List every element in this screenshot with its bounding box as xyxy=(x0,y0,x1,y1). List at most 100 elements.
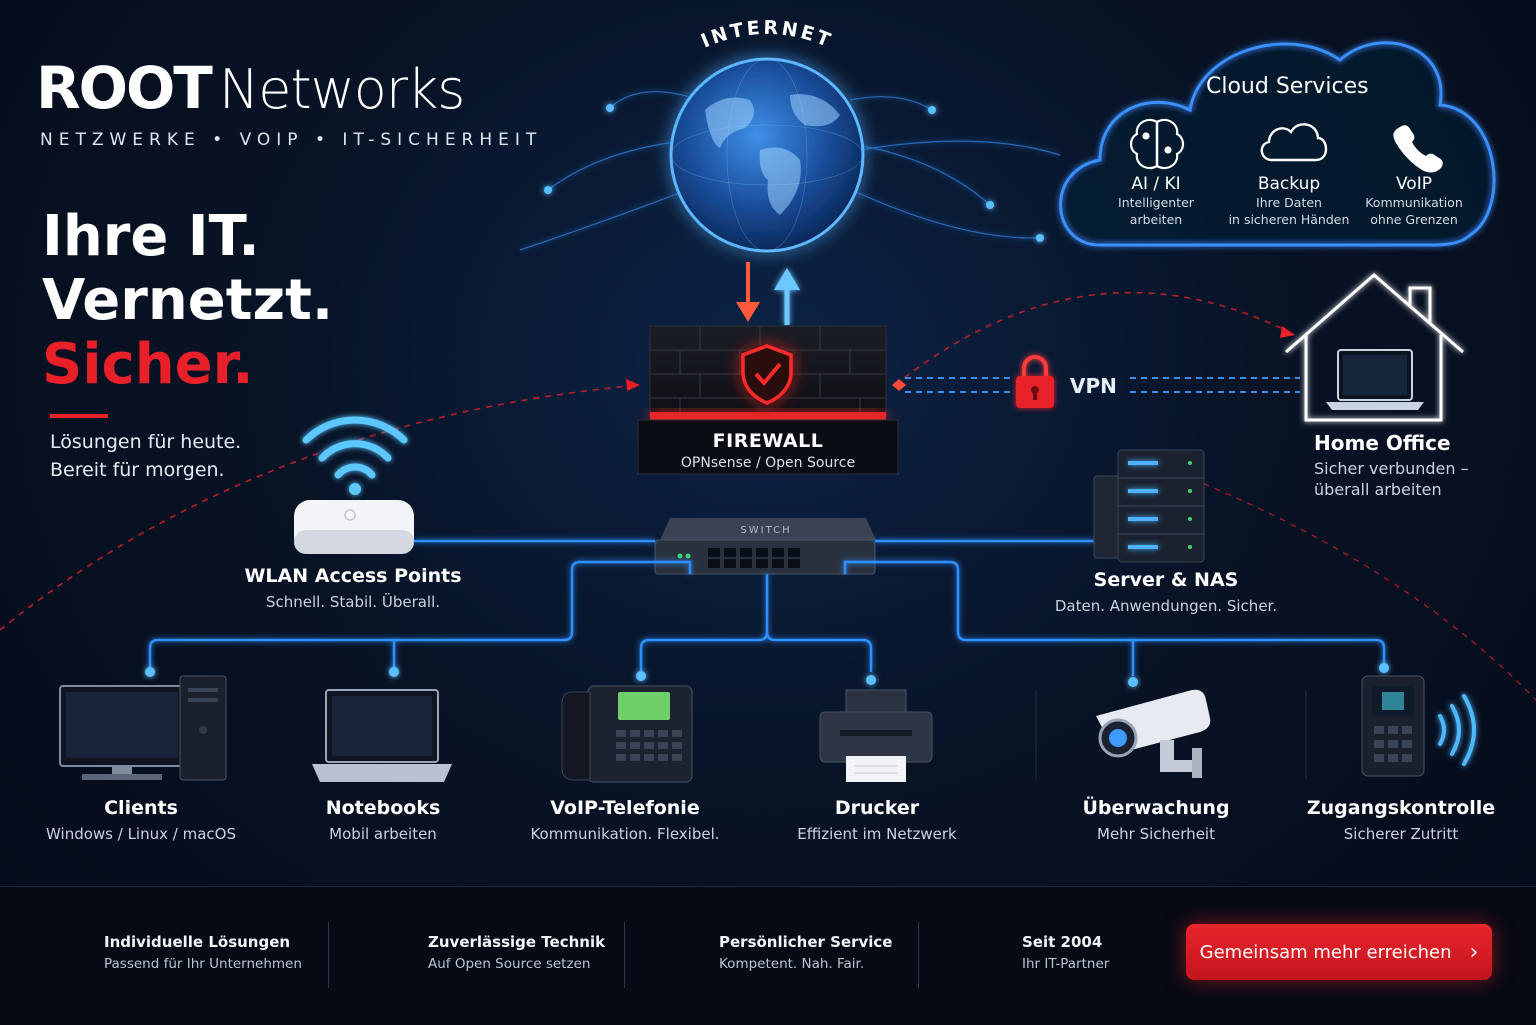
house-icon xyxy=(1285,273,1464,422)
footer-divider xyxy=(918,922,919,988)
cloud-outline xyxy=(1059,41,1496,247)
access-point-icon xyxy=(294,500,414,554)
footer-item-sub: Ihr IT-Partner xyxy=(1022,956,1110,972)
cloud-item-label: AI / KI xyxy=(1131,174,1181,194)
device-voip[interactable]: VoIP-Telefonie Kommunikation. Flexibel. xyxy=(515,797,735,843)
hero-line-2: Vernetzt. xyxy=(42,268,334,333)
firewall-title: FIREWALL xyxy=(712,430,824,452)
home-office-sub-2: überall arbeiten xyxy=(1314,480,1442,499)
home-office-sub-1: Sicher verbunden – xyxy=(1314,459,1469,478)
footer-item-sub: Kompetent. Nah. Fair. xyxy=(719,956,865,972)
switch-label: SWITCH xyxy=(740,525,791,536)
server-sub: Daten. Anwendungen. Sicher. xyxy=(1054,597,1278,615)
cloud-item-ai[interactable]: AI / KI Intelligenter arbeiten xyxy=(1096,174,1216,228)
cloud-services-title: Cloud Services xyxy=(1206,74,1369,99)
wifi-icon xyxy=(302,416,408,479)
server-icon xyxy=(1093,449,1205,563)
device-surveillance[interactable]: Überwachung Mehr Sicherheit xyxy=(1056,797,1256,843)
firewall-subtitle: OPNsense / Open Source xyxy=(680,455,856,471)
cloud-item-sub: in sicheren Händen xyxy=(1228,212,1350,227)
device-printer[interactable]: Drucker Effizient im Netzwerk xyxy=(767,797,987,843)
notebook-icon xyxy=(312,689,452,782)
home-office-node[interactable]: Home Office Sicher verbunden – überall a… xyxy=(1314,431,1469,499)
footer-item-since: Seit 2004 Ihr IT-Partner xyxy=(1022,933,1109,972)
device-sub: Kommunikation. Flexibel. xyxy=(530,825,720,843)
logo-networks: Networks xyxy=(218,58,466,121)
device-sub: Mobil arbeiten xyxy=(329,825,437,843)
logo-root: ROOT xyxy=(36,54,213,122)
device-title: Notebooks xyxy=(325,797,441,819)
server-title: Server & NAS xyxy=(1093,569,1239,591)
device-title: Überwachung xyxy=(1082,797,1230,819)
device-clients[interactable]: Clients Windows / Linux / macOS xyxy=(21,797,261,843)
brain-icon xyxy=(1129,118,1185,170)
footer-divider xyxy=(328,922,329,988)
hero-subline-2: Bereit für morgen. xyxy=(50,459,225,481)
voip-phone-icon xyxy=(561,685,693,783)
hero-line-3: Sicher. xyxy=(42,332,254,397)
hero-accent-bar xyxy=(50,414,108,418)
cloud-item-sub: arbeiten xyxy=(1129,212,1183,227)
downlink-arrow xyxy=(736,262,760,322)
footer-divider xyxy=(624,922,625,988)
security-camera-icon xyxy=(1096,689,1211,778)
cloud-item-sub: Intelligenter xyxy=(1118,195,1194,210)
cloud-item-label: VoIP xyxy=(1396,174,1432,194)
uplink-arrow xyxy=(774,268,800,325)
wlan-sub: Schnell. Stabil. Überall. xyxy=(265,593,441,611)
internet-label: INTERNET xyxy=(698,17,833,53)
vpn-arc-left xyxy=(0,384,641,631)
printer-icon xyxy=(819,689,933,782)
access-control-icon xyxy=(1361,675,1425,777)
footer-item-sub: Auf Open Source setzen xyxy=(428,956,591,972)
hero-headline: Ihre IT. Vernetzt. Sicher. xyxy=(42,205,333,397)
home-laptop-icon xyxy=(1326,349,1424,410)
footer-item-title: Seit 2004 xyxy=(1022,933,1103,951)
chevron-right-icon: › xyxy=(1469,939,1479,965)
shield-check-icon xyxy=(741,344,793,405)
footer-item-title: Zuverlässige Technik xyxy=(428,933,606,951)
backup-cloud-icon xyxy=(1260,123,1328,162)
device-sub: Mehr Sicherheit xyxy=(1097,825,1215,843)
cta-button[interactable]: Gemeinsam mehr erreichen › xyxy=(1186,924,1492,980)
device-access-control[interactable]: Zugangskontrolle Sicherer Zutritt xyxy=(1296,797,1506,843)
hero-subline-1: Lösungen für heute. xyxy=(50,431,242,453)
cloud-item-backup[interactable]: Backup Ihre Daten in sicheren Händen xyxy=(1219,174,1359,228)
cloud-item-sub: ohne Grenzen xyxy=(1370,212,1458,227)
footer-item-title: Persönlicher Service xyxy=(719,933,893,951)
svg-text:INTERNET: INTERNET xyxy=(698,17,836,53)
lock-icon xyxy=(1016,355,1054,408)
device-sub: Windows / Linux / macOS xyxy=(46,825,236,843)
brand-tagline: NETZWERKE • VOIP • IT-SICHERHEIT xyxy=(40,130,543,150)
vpn-arc-top xyxy=(894,291,1296,386)
device-sub: Sicherer Zutritt xyxy=(1343,825,1459,843)
nfc-signal-icon xyxy=(1438,694,1476,766)
cloud-item-label: Backup xyxy=(1257,174,1321,194)
home-office-title: Home Office xyxy=(1314,431,1451,455)
phone-icon xyxy=(1393,125,1443,173)
device-notebooks[interactable]: Notebooks Mobil arbeiten xyxy=(283,797,483,843)
device-sub: Effizient im Netzwerk xyxy=(797,825,957,843)
device-title: VoIP-Telefonie xyxy=(550,797,700,819)
footer-item-service: Persönlicher Service Kompetent. Nah. Fai… xyxy=(719,933,892,972)
device-title: Clients xyxy=(104,797,178,819)
hero-line-1: Ihre IT. xyxy=(42,204,260,269)
device-title: Drucker xyxy=(834,797,920,819)
cloud-item-voip[interactable]: VoIP Kommunikation ohne Grenzen xyxy=(1354,174,1474,228)
footer-item-title: Individuelle Lösungen xyxy=(104,933,291,951)
footer-item-technology: Zuverlässige Technik Auf Open Source set… xyxy=(428,933,605,972)
device-title: Zugangskontrolle xyxy=(1306,797,1496,819)
footer-item-sub: Passend für Ihr Unternehmen xyxy=(104,956,302,972)
switch-icon xyxy=(654,518,876,575)
footer-item-solutions: Individuelle Lösungen Passend für Ihr Un… xyxy=(104,933,302,972)
cloud-item-sub: Kommunikation xyxy=(1365,195,1463,210)
server-node[interactable]: Server & NAS Daten. Anwendungen. Sicher. xyxy=(1046,569,1286,615)
cloud-item-sub: Ihre Daten xyxy=(1256,195,1322,210)
vpn-arc-right xyxy=(1169,469,1536,701)
cta-label: Gemeinsam mehr erreichen xyxy=(1199,941,1452,963)
wlan-title: WLAN Access Points xyxy=(244,565,462,587)
vpn-label: VPN xyxy=(1070,374,1117,398)
wlan-node[interactable]: WLAN Access Points Schnell. Stabil. Über… xyxy=(233,565,473,611)
